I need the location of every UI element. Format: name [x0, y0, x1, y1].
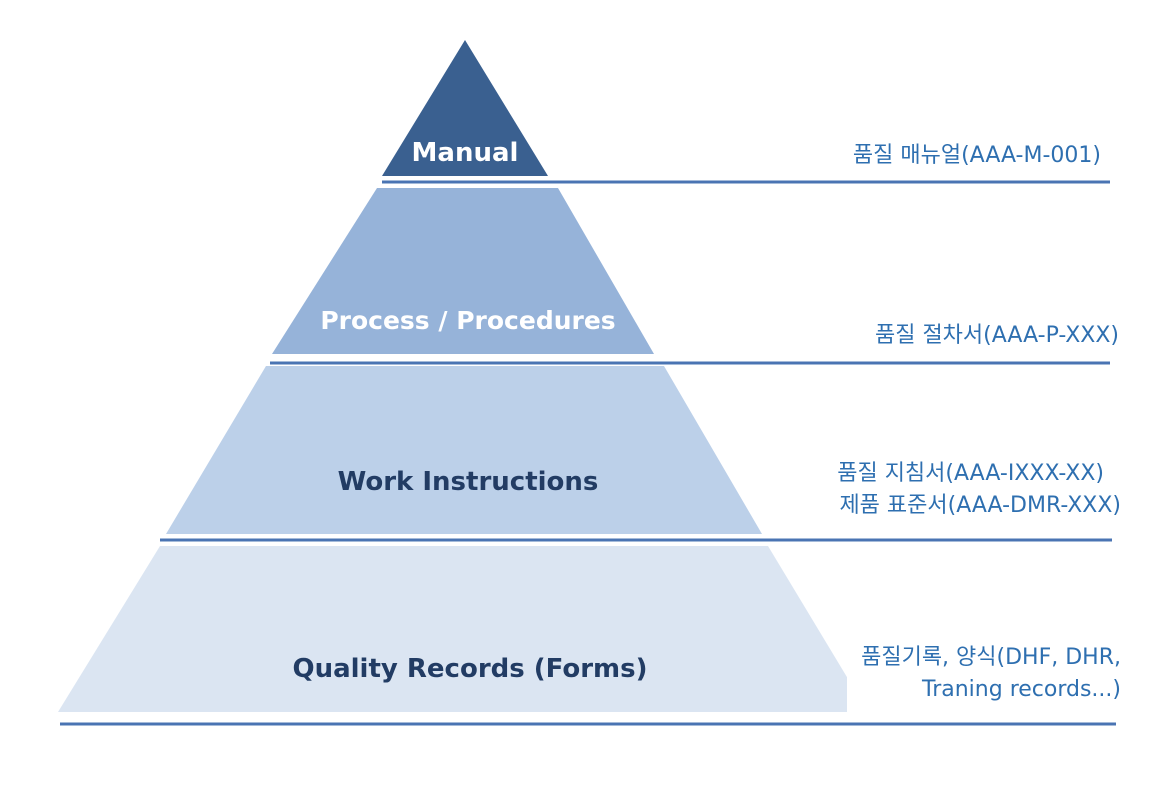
tier-manual-shape: [382, 40, 548, 176]
tier-manual-label: Manual: [412, 138, 519, 168]
tier-records-label: Quality Records (Forms): [292, 654, 647, 684]
annotation-manual: 품질 매뉴얼(AAA-M-001): [853, 140, 1101, 172]
tier-work-shape: [166, 366, 762, 534]
annotation-work-line2: 제품 표준서(AAA-DMR-XXX): [839, 493, 1121, 518]
tier-records-shape: [58, 546, 868, 712]
annotation-work-line1: 품질 지침서(AAA-IXXX-XX): [837, 461, 1104, 486]
tier-process-shape: [272, 188, 654, 354]
annotation-records-line1: 품질기록, 양식(DHF, DHR,: [861, 645, 1121, 670]
annotation-manual-line1: 품질 매뉴얼(AAA-M-001): [852, 143, 1101, 168]
tier-work-label: Work Instructions: [338, 467, 599, 497]
annotation-work: 품질 지침서(AAA-IXXX-XX) 제품 표준서(AAA-DMR-XXX): [837, 458, 1121, 522]
annotation-process: 품질 절차서(AAA-P-XXX): [875, 320, 1119, 352]
tier-process-label: Process / Procedures: [320, 306, 615, 335]
annotation-records: 품질기록, 양식(DHF, DHR, Traning records...): [847, 636, 1121, 712]
annotation-process-line1: 품질 절차서(AAA-P-XXX): [874, 323, 1119, 348]
annotation-records-line2: Traning records...): [922, 677, 1121, 702]
